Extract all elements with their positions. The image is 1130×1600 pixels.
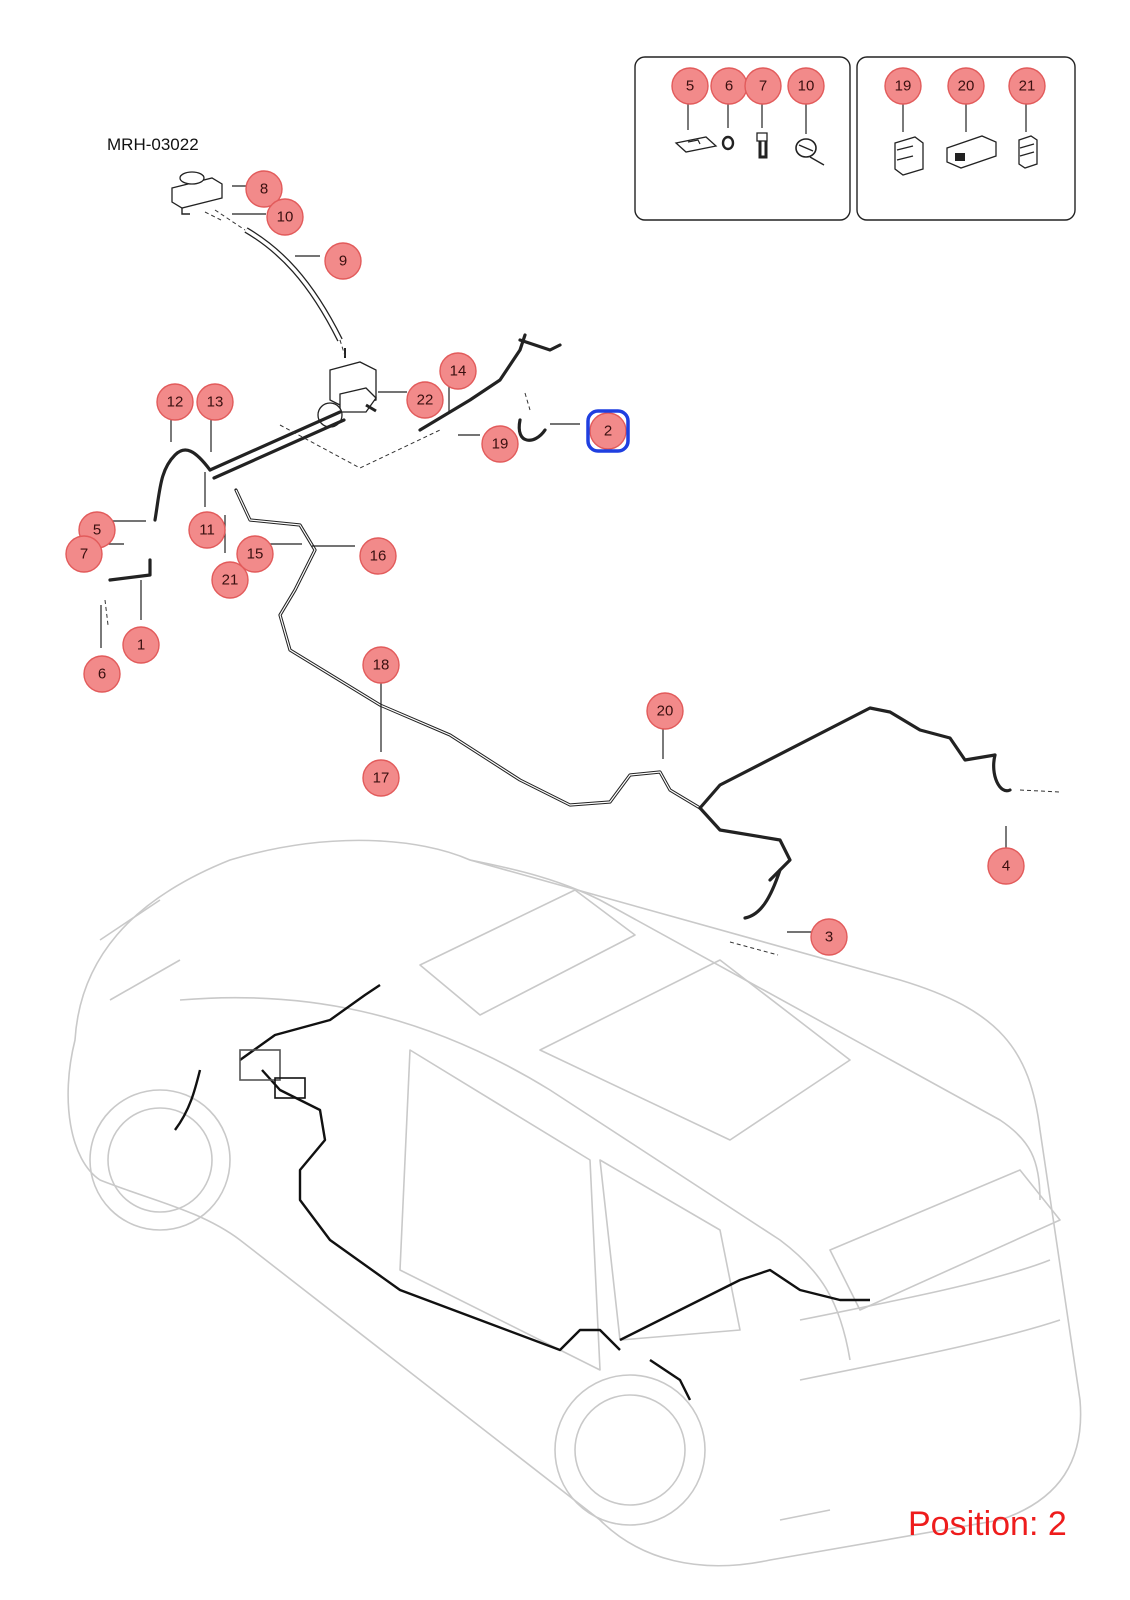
inset-callout-10[interactable]: 10 [787, 67, 825, 105]
callout-19-label: 19 [492, 436, 509, 453]
inset-callout-10-label: 10 [798, 78, 815, 95]
callout-9-label: 9 [339, 253, 347, 270]
diagram-reference-code: MRH-03022 [107, 135, 199, 154]
callout-3[interactable]: 3 [810, 918, 848, 956]
callout-7-label: 7 [80, 546, 88, 563]
callout-6[interactable]: 6 [83, 655, 121, 693]
position-label: Position: 2 [908, 1505, 1067, 1543]
callout-2-label: 2 [604, 423, 612, 440]
callout-21-label: 21 [222, 572, 239, 589]
brake-lines-front [104, 209, 1061, 956]
inset-callout-5[interactable]: 5 [671, 67, 709, 105]
inset-callout-19[interactable]: 19 [884, 67, 922, 105]
callout-6-label: 6 [98, 666, 106, 683]
inset-callout-20-label: 20 [958, 78, 975, 95]
inset-callout-6-label: 6 [725, 78, 733, 95]
brake-fluid-reservoir [171, 171, 223, 221]
callout-14[interactable]: 14 [439, 352, 477, 390]
callout-15-label: 15 [247, 546, 264, 563]
callout-20[interactable]: 20 [646, 692, 684, 730]
callout-11-label: 11 [199, 522, 215, 539]
inset-callout-6[interactable]: 6 [710, 67, 748, 105]
inset-callout-5-label: 5 [686, 78, 694, 95]
callout-22-label: 22 [417, 392, 434, 409]
abs-master-cylinder [317, 348, 377, 428]
callout-22[interactable]: 22 [406, 381, 444, 419]
callout-7[interactable]: 7 [65, 535, 103, 573]
callout-18[interactable]: 18 [362, 646, 400, 684]
callout-10[interactable]: 10 [266, 198, 304, 236]
inset-callout-7-label: 7 [759, 78, 767, 95]
callout-15[interactable]: 15 [236, 535, 274, 573]
callout-18-label: 18 [373, 657, 390, 674]
callout-9[interactable]: 9 [324, 242, 362, 280]
callout-5-label: 5 [93, 522, 101, 539]
callout-1[interactable]: 1 [122, 626, 160, 664]
vehicle-outline [67, 839, 1082, 1567]
callout-20-label: 20 [657, 703, 674, 720]
inset-box-connectors [856, 56, 1076, 221]
inset-callout-19-label: 19 [895, 78, 912, 95]
callout-17[interactable]: 17 [362, 759, 400, 797]
inset-box-fasteners [634, 56, 851, 221]
callout-19[interactable]: 19 [481, 425, 519, 463]
inset-callout-20[interactable]: 20 [947, 67, 985, 105]
callout-12[interactable]: 12 [156, 383, 194, 421]
callout-16[interactable]: 16 [359, 537, 397, 575]
callout-17-label: 17 [373, 770, 390, 787]
callout-13[interactable]: 13 [196, 383, 234, 421]
callout-11[interactable]: 11 [188, 511, 226, 549]
callout-14-label: 14 [450, 363, 467, 380]
inset-callout-7[interactable]: 7 [744, 67, 782, 105]
callout-3-label: 3 [825, 929, 833, 946]
callout-10-label: 10 [277, 209, 294, 226]
callout-4[interactable]: 4 [987, 847, 1025, 885]
inset-callout-21[interactable]: 21 [1008, 67, 1046, 105]
callout-13-label: 13 [207, 394, 224, 411]
callout-21[interactable]: 21 [211, 561, 249, 599]
callout-1-label: 1 [137, 637, 145, 654]
callout-2[interactable]: 2 [586, 409, 630, 453]
callout-8-label: 8 [260, 181, 268, 198]
callout-12-label: 12 [167, 394, 184, 411]
inset-callout-21-label: 21 [1019, 78, 1036, 95]
callout-4-label: 4 [1002, 858, 1010, 875]
callout-8[interactable]: 8 [245, 170, 283, 208]
callout-16-label: 16 [370, 548, 387, 565]
